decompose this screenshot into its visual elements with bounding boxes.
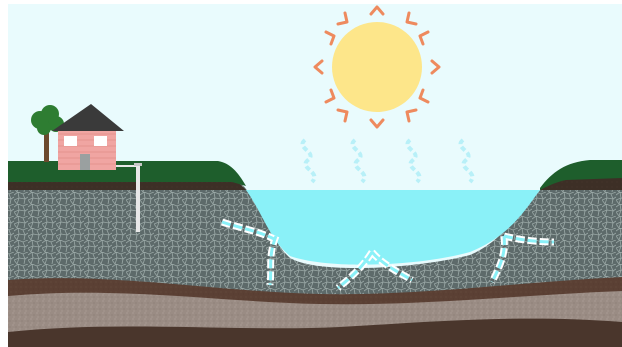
house-window xyxy=(94,136,107,146)
house-window xyxy=(64,136,77,146)
house-door xyxy=(80,154,90,170)
sun-icon xyxy=(332,22,422,112)
